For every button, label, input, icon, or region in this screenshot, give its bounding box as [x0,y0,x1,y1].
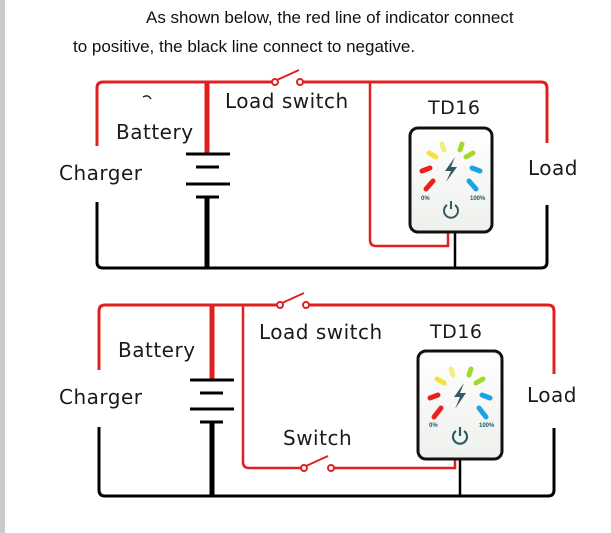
switch-symbol [300,455,335,472]
led-segment [457,141,465,153]
load-switch-symbol [276,292,310,309]
positive-wire [95,80,549,248]
battery-symbol [186,152,230,199]
load-label: Load [527,383,577,407]
diagram-2: Charger Battery Load switch Switch Load … [59,292,577,498]
power-icon[interactable] [443,201,459,219]
charger-label: Charger [59,161,143,185]
switch-label: Switch [283,426,352,450]
power-icon[interactable] [451,427,469,445]
led-segment [434,376,447,386]
load-switch-label: Load switch [225,89,349,113]
led-ring [419,141,483,192]
max-percent-label: 100% [470,196,486,202]
load-label: Load [528,156,578,180]
caption-line-1: As shown below, the red line of indicato… [146,8,514,27]
td16-device: 0% 100% [416,349,504,461]
led-segment [431,405,444,420]
led-segment [439,141,447,153]
led-segment [426,150,439,160]
page-edge [0,0,5,533]
led-segment [473,376,486,386]
battery-symbol [190,378,234,424]
lightning-icon [445,157,457,182]
min-percent-label: 0% [421,196,430,202]
led-segment [479,392,493,401]
negative-wire [95,202,549,270]
negative-wire [97,427,556,498]
led-segment [469,165,483,174]
max-percent-label: 100% [479,423,495,429]
battery-label: Battery [118,338,196,362]
load-switch-label: Load switch [259,320,383,344]
led-segment [463,150,476,160]
positive-wire [97,303,556,470]
led-segment [423,178,436,192]
led-segment [466,178,479,192]
battery-label: Battery [116,120,194,144]
lightning-icon [454,383,466,409]
td16-device: 0% 100% [408,126,494,234]
load-switch-symbol [271,69,304,86]
device-label: TD16 [427,97,480,119]
min-percent-label: 0% [429,423,438,429]
led-ring [427,366,493,420]
led-segment [466,366,474,378]
led-segment [476,405,489,420]
caption-line-2: to positive, the black line connect to n… [73,37,416,56]
led-segment [419,165,433,174]
charger-label: Charger [59,385,143,409]
stray-mark [142,95,152,100]
device-label: TD16 [429,321,482,343]
led-segment [427,392,441,401]
diagram-1: Charger Battery Load switch Load TD16 0%… [59,69,578,270]
led-segment [448,366,456,378]
